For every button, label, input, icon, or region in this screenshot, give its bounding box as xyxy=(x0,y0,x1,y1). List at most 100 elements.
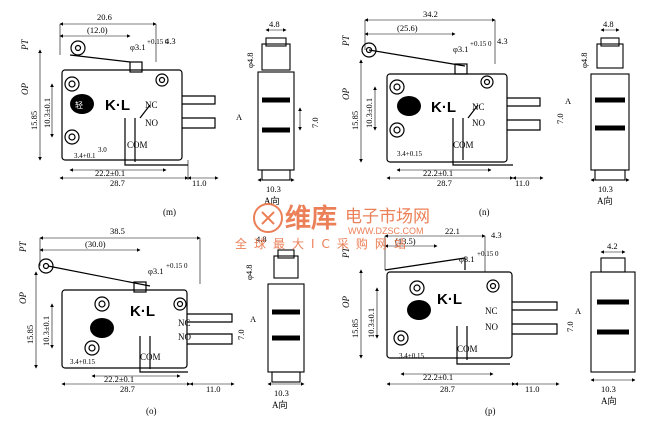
op-label: OP xyxy=(341,88,351,100)
dim-top: 20.6 xyxy=(97,12,112,22)
dim-top: 38.5 xyxy=(110,226,125,236)
sv-caption: A向 xyxy=(272,399,288,410)
sv-caption: A向 xyxy=(601,395,617,406)
roller xyxy=(38,258,54,274)
dim-15-85: 15.85 xyxy=(29,111,39,130)
dim-3-4: 3.4+0.15 xyxy=(397,150,422,158)
dim-lever: (13.5) xyxy=(395,236,416,246)
dim-11-0: 11.0 xyxy=(515,178,530,188)
dim-hole: φ3.1 xyxy=(130,42,146,52)
dim-lever: (25.6) xyxy=(397,23,418,33)
dimension-lines xyxy=(359,234,560,386)
dim-tol: +0.15 0 xyxy=(147,38,169,46)
sv-w: 10.3 xyxy=(598,184,613,194)
logo-mark xyxy=(90,318,114,338)
dim-3-4: 3.4+0.1 xyxy=(74,152,96,160)
dim-tol: +0.15 0 xyxy=(477,250,499,258)
com-label: COM xyxy=(140,352,161,362)
panel-caption: (o) xyxy=(146,406,157,416)
side-view-dims xyxy=(257,28,302,182)
dim-3-4: 3.4+0.15 xyxy=(399,352,424,360)
watermark-brand: 维库 xyxy=(285,203,337,234)
side-view xyxy=(590,37,630,181)
pt-label: PT xyxy=(341,35,351,47)
roller xyxy=(70,40,86,56)
sv-a: A xyxy=(236,112,243,122)
dim-hole: φ3.1 xyxy=(459,254,475,264)
sv-h: 7.0 xyxy=(555,113,565,124)
sv-dia: φ4.8 xyxy=(579,52,589,68)
sv-w: 10.3 xyxy=(266,184,281,194)
side-view xyxy=(267,249,305,383)
sv-caption: A向 xyxy=(264,195,280,206)
com-label: COM xyxy=(457,344,478,354)
logo-mark: 轻 xyxy=(70,94,94,114)
brand-label: K·L xyxy=(105,97,130,114)
brand-label: K·L xyxy=(431,99,456,116)
sv-h: 7.0 xyxy=(310,117,320,128)
nc-label: NC xyxy=(485,306,498,316)
mount-hole-top xyxy=(64,76,80,92)
svg-text:轻: 轻 xyxy=(75,100,83,110)
brand-label: K·L xyxy=(130,303,155,320)
panel-p: K·L NC NO COM 22.1 (13.5) φ3.1 +0.15 0 4… xyxy=(341,226,636,416)
switch-body xyxy=(61,40,216,166)
panel-o: K·L NC NO COM 38.5 (30.0) φ3.1 +0.15 0 4… xyxy=(18,226,305,416)
op-label: OP xyxy=(20,83,30,95)
dim-28-7: 28.7 xyxy=(437,178,452,188)
logo-mark xyxy=(407,300,431,320)
logo-mark xyxy=(397,96,421,116)
dim-4-3: 4.8 xyxy=(256,234,267,244)
pt-label: PT xyxy=(341,247,351,259)
mount-hole-bottom xyxy=(64,129,80,145)
dimension-lines xyxy=(38,22,219,180)
dim-10-3: 10.3±0.1 xyxy=(42,98,52,128)
dimension-lines xyxy=(34,236,235,386)
nc-label: NC xyxy=(145,100,158,110)
no-label: NO xyxy=(145,118,158,128)
watermark-logo-icon xyxy=(253,203,283,233)
dim-top: 22.1 xyxy=(445,226,460,236)
dim-11-0: 11.0 xyxy=(192,178,207,188)
panel-n: K·L NC NO COM 34.2 (25.6) φ3.1 +0.15 0 4… xyxy=(341,9,630,217)
switch-body xyxy=(361,42,541,166)
dim-22-2: 22.2±0.1 xyxy=(104,374,134,384)
panel-m: 轻 K·L NC NO COM 20.6 (12.0) φ3.1 +0.15 0… xyxy=(20,12,320,217)
no-label: NO xyxy=(472,118,485,128)
watermark: 维库 电子市场网 WWW.DZSC.COM 全球最大IC采购网站 xyxy=(235,203,430,251)
dim-4-3: 4.3 xyxy=(165,36,176,46)
switch-body xyxy=(38,258,233,373)
com-label: COM xyxy=(127,140,148,150)
sv-w: 10.3 xyxy=(274,388,289,398)
dim-22-2: 22.2±0.1 xyxy=(423,372,453,382)
dim-4-3: 4.3 xyxy=(497,36,508,46)
nc-label: NC xyxy=(178,318,191,328)
pt-label: PT xyxy=(18,241,28,253)
com-label: COM xyxy=(453,140,474,150)
dim-hole: φ3.1 xyxy=(148,266,164,276)
pt-label: PT xyxy=(20,39,30,51)
dim-top: 34.2 xyxy=(423,9,438,19)
dim-11-0: 11.0 xyxy=(206,384,221,394)
nc-label: NC xyxy=(472,102,485,112)
dim-28-7: 28.7 xyxy=(110,178,125,188)
panel-caption: (p) xyxy=(485,406,496,416)
panel-caption: (n) xyxy=(479,207,490,217)
sv-top: 4.8 xyxy=(269,19,280,29)
sv-w: 10.3 xyxy=(601,384,616,394)
sv-top: 4.8 xyxy=(603,19,614,29)
sv-h: 7.0 xyxy=(236,329,246,340)
dim-lever: (12.0) xyxy=(87,25,108,35)
sv-a: A xyxy=(575,306,582,316)
no-label: NO xyxy=(178,332,191,342)
sv-dia: φ4.8 xyxy=(244,264,254,280)
dim-22-2: 22.2±0.1 xyxy=(95,168,125,178)
switch-body xyxy=(384,257,558,365)
side-view xyxy=(590,257,636,373)
dim-10-3: 10.3±0.1 xyxy=(364,98,374,128)
op-label: OP xyxy=(341,296,351,308)
dim-10-3: 10.3±0.1 xyxy=(41,316,51,346)
dim-11-0: 11.0 xyxy=(525,384,540,394)
side-view xyxy=(257,37,295,181)
